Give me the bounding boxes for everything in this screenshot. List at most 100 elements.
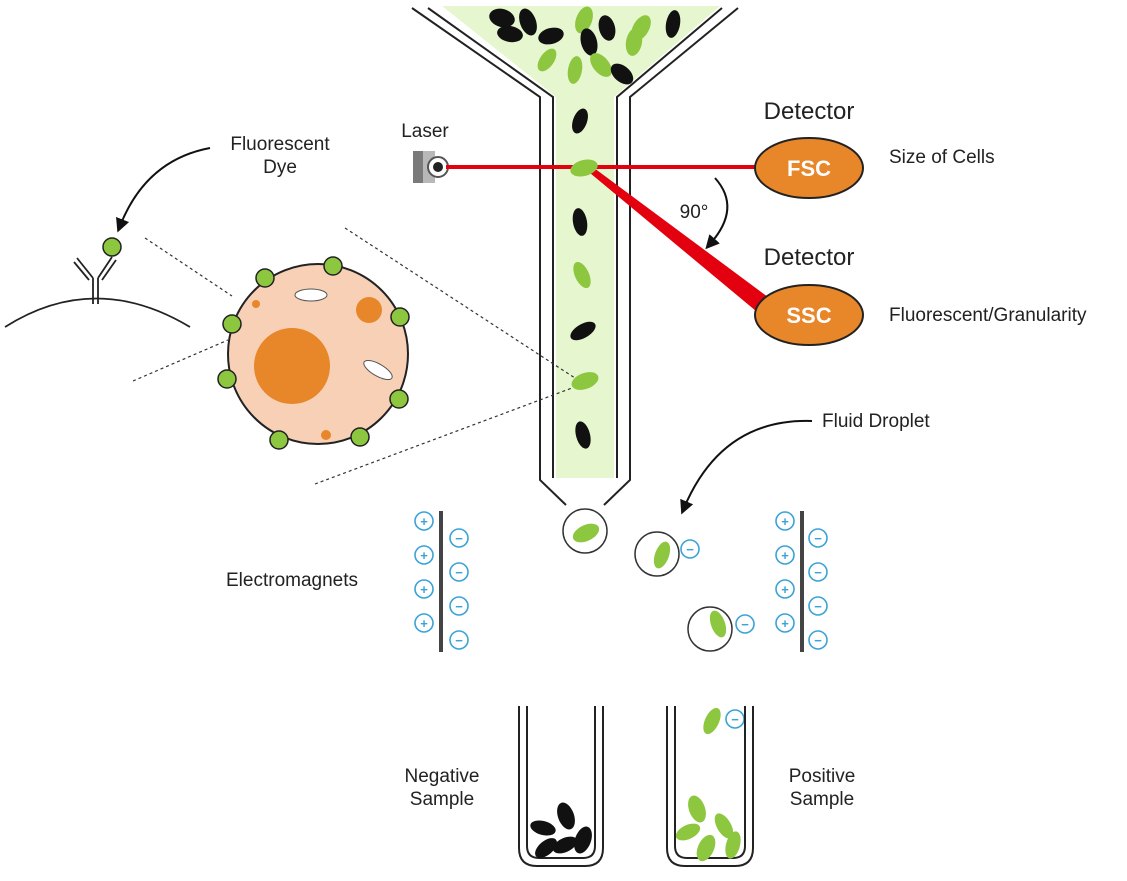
ssc-label: SSC [786,303,831,328]
minus-charge-icon: − [808,528,828,548]
fluorescent-cell [537,48,557,72]
unlabeled-cell [598,15,616,41]
dye-arrow [116,147,211,233]
nozzle-right-wall [603,7,739,506]
fluorescent-cell [688,795,706,823]
dye-marker [390,307,410,327]
fluorescent-dye-label-line1: Fluorescent [230,134,330,155]
flow-nozzle [411,6,739,506]
fluorescent-cell [567,56,583,84]
negative-sample-label-line1: Negative [405,766,480,787]
sample-stream [442,6,720,478]
zoom-guides [132,227,579,485]
svg-text:−: − [455,599,463,614]
zoomed-stream-cell [571,372,599,390]
fluorescent-cell [703,707,721,735]
fluorescent-cell [625,28,643,56]
fluorescent-granularity-label: Fluorescent/Granularity [889,305,1087,326]
test-tube-icon [518,706,604,867]
svg-text:+: + [781,582,789,597]
angle-arrow [705,177,729,250]
svg-text:−: − [814,531,822,546]
cell-granule-small [252,300,260,308]
magnified-cell [227,263,409,445]
minus-charge-icon: − [808,630,828,650]
dye-marker [217,369,237,389]
cell-surface [4,297,191,328]
plus-charge-icon: + [775,579,795,599]
stream-cells [570,108,596,449]
svg-text:−: − [814,565,822,580]
fluorescent-cell [725,831,741,859]
svg-text:−: − [455,531,463,546]
surface-dye-markers [217,256,410,450]
fluorescent-cell [575,6,593,34]
svg-text:+: + [420,582,428,597]
unlabeled-cell [535,838,557,858]
positive-sample-label-line1: Positive [789,766,856,787]
sorted-cells [530,707,741,862]
plus-charge-icon: + [414,511,434,531]
fluid-droplet-label: Fluid Droplet [822,411,930,432]
dye-marker [222,314,242,334]
dye-marker [350,427,370,447]
detector-top-label: Detector [764,98,855,125]
svg-text:+: + [420,616,428,631]
interrogated-cell [570,159,598,177]
fsc-detector [754,137,864,199]
fluorescent-cell [590,53,612,77]
unlabeled-cell [557,802,575,830]
svg-text:−: − [814,599,822,614]
dye-molecule [102,237,122,257]
svg-text:−: − [686,542,694,557]
charged-droplet [687,606,733,652]
charged-droplet [634,531,680,577]
nozzle-left-wall [411,7,567,506]
fluorescent-cell [573,261,591,289]
negative-sample-label-line2: Sample [410,789,474,810]
unlabeled-cell [570,321,596,341]
minus-charge-icon: − [449,630,469,650]
unlabeled-cell [580,28,598,56]
fsc-label: FSC [787,156,831,181]
test-tube-icon [666,706,754,867]
fluorescent-cell [675,823,701,841]
droplet [562,508,608,554]
unlabeled-cell [538,27,564,45]
unlabeled-cell [610,63,634,85]
minus-charge-icon: − [449,596,469,616]
unlabeled-cell [575,421,591,449]
svg-text:−: − [455,633,463,648]
size-of-cells-label: Size of Cells [889,147,995,168]
svg-text:−: − [455,565,463,580]
unlabeled-cell [489,8,515,28]
test-tube-inner [526,706,596,859]
plus-charge-icon: + [775,613,795,633]
minus-charge-icon: − [449,528,469,548]
svg-text:+: + [420,514,428,529]
svg-text:−: − [731,712,739,727]
dye-marker [255,268,275,288]
svg-text:+: + [420,548,428,563]
side-scatter-beam [584,165,772,316]
angle-label: 90° [680,202,709,223]
svg-text:+: + [781,514,789,529]
svg-text:+: + [781,616,789,631]
funnel-cells [489,6,681,85]
detector-bottom-label: Detector [764,244,855,271]
minus-charge-icon: − [735,614,755,634]
positive-sample-label-line2: Sample [790,789,854,810]
antibody-icon [73,256,117,304]
cell-granule-small [321,430,331,440]
test-tube-inner [674,706,746,859]
unlabeled-cell [552,836,578,854]
ssc-detector [754,284,864,346]
plus-charge-icon: + [414,613,434,633]
minus-charge-icon: − [725,709,745,729]
cell-vacuole [363,359,393,381]
laser-source-icon [413,151,449,183]
unlabeled-cell [497,25,523,43]
unlabeled-cell [572,108,588,134]
